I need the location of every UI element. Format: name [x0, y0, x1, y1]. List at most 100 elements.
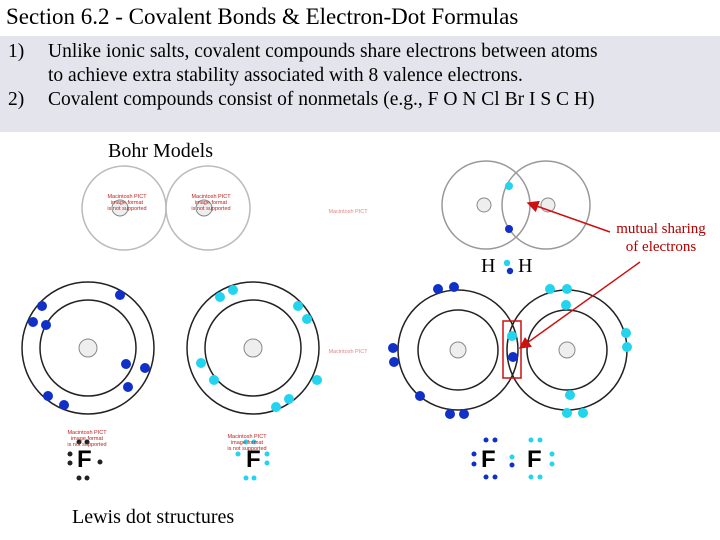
point-2-line-1: Covalent compounds consist of nonmetals …	[48, 89, 595, 110]
lewis-dot	[549, 451, 555, 457]
electron	[445, 409, 455, 419]
pict-placeholder-nucleus: Macintosh PICT image format is not suppo…	[107, 194, 147, 212]
electron	[545, 284, 555, 294]
hh-bond-electron	[503, 259, 511, 267]
electron	[215, 292, 225, 302]
lewis-dot	[251, 475, 257, 481]
electron	[121, 359, 131, 369]
electron	[561, 300, 571, 310]
electron	[209, 375, 219, 385]
lewis-dot	[251, 439, 257, 445]
electron	[312, 375, 322, 385]
lewis-dot	[483, 437, 489, 443]
electron	[41, 320, 51, 330]
nucleus	[476, 197, 492, 213]
hh-bond-electron	[506, 267, 514, 275]
fluorine-atom-right	[186, 281, 322, 415]
electron	[459, 409, 469, 419]
electron	[578, 408, 588, 418]
h2-lewis-right-h: H	[518, 255, 533, 277]
lewis-dot	[471, 461, 477, 467]
lewis-dot	[537, 437, 543, 443]
lewis-symbol-f-left: F	[77, 446, 92, 473]
arrow-to-f2-overlap	[518, 261, 641, 349]
orbit-ring	[165, 165, 251, 251]
annotation-line-1: mutual sharing	[616, 221, 706, 237]
electron	[621, 328, 631, 338]
outer-orbit	[21, 281, 155, 415]
lewis-dot	[235, 451, 241, 457]
electron	[302, 314, 312, 324]
nucleus	[78, 338, 98, 358]
electron	[123, 382, 133, 392]
lewis-dot	[509, 462, 515, 468]
electron	[228, 285, 238, 295]
f2-molecule-bohr	[388, 282, 632, 419]
bohr-models-label: Bohr Models	[108, 140, 213, 162]
point-1-line-1: Unlike ionic salts, covalent compounds s…	[48, 41, 598, 62]
lewis-dot	[76, 475, 82, 481]
electron	[59, 400, 69, 410]
electron	[271, 402, 281, 412]
shared-electron	[505, 225, 513, 233]
lewis-dot-structures-label: Lewis dot structures	[72, 506, 235, 528]
arrow-to-h2-overlap	[526, 200, 611, 233]
lewis-dot	[84, 475, 90, 481]
electron	[389, 357, 399, 367]
lewis-dot	[84, 439, 90, 445]
electron	[140, 363, 150, 373]
orbit-ring	[501, 160, 591, 250]
lewis-dots-f2	[471, 437, 555, 480]
lewis-dot	[549, 461, 555, 467]
point-1: 1)Unlike ionic salts, covalent compounds…	[8, 40, 598, 64]
inner-orbit	[204, 299, 302, 397]
pict-placeholder-lewis: Macintosh PICT image format is not suppo…	[67, 430, 107, 448]
electron	[115, 290, 125, 300]
nucleus	[111, 199, 129, 217]
point-1-line-2: to achieve extra stability associated wi…	[48, 65, 523, 86]
fluorine-atom-left	[21, 281, 155, 415]
lewis-dot	[471, 451, 477, 457]
electron	[196, 358, 206, 368]
nucleus	[243, 338, 263, 358]
electron	[284, 394, 294, 404]
lewis-dot	[76, 439, 82, 445]
lewis-symbol-f-right: F	[246, 446, 261, 473]
lewis-dot	[483, 474, 489, 480]
point-2: 2) Covalent compounds consist of nonmetal…	[8, 88, 595, 112]
electron	[449, 282, 459, 292]
lewis-dot	[492, 437, 498, 443]
lewis-dot	[67, 460, 73, 466]
h2-lewis-left-h: H	[481, 255, 496, 277]
page-title: Section 6.2 - Covalent Bonds & Electron-…	[6, 4, 519, 29]
electron	[622, 342, 632, 352]
mutual-sharing-annotation: mutual sharing of electrons	[604, 220, 718, 256]
lewis-symbol-f2-left: F	[481, 446, 496, 473]
inner-orbit	[417, 309, 499, 391]
h-atom-pair-separate	[81, 165, 251, 251]
shared-pair-highlight-box	[502, 320, 522, 379]
pict-placeholder-arrow: Macintosh PICT	[328, 349, 368, 355]
electron	[565, 390, 575, 400]
electron	[415, 391, 425, 401]
lewis-dot	[97, 459, 103, 465]
inner-orbit	[526, 309, 608, 391]
lewis-dots-f-left	[67, 439, 103, 481]
pict-placeholder-nucleus: Macintosh PICT image format is not suppo…	[191, 194, 231, 212]
lewis-dot	[528, 437, 534, 443]
electron	[293, 301, 303, 311]
electron	[562, 284, 572, 294]
point-2-number: 2)	[8, 89, 25, 110]
shared-electron	[505, 182, 513, 190]
nucleus	[558, 341, 576, 359]
electron	[28, 317, 38, 327]
lewis-dot	[264, 460, 270, 466]
lewis-dot	[528, 474, 534, 480]
annotation-line-2: of electrons	[625, 239, 697, 255]
lewis-symbol-f2-right: F	[527, 446, 542, 473]
electron	[37, 301, 47, 311]
electron	[433, 284, 443, 294]
electron	[562, 408, 572, 418]
outer-orbit	[186, 281, 320, 415]
